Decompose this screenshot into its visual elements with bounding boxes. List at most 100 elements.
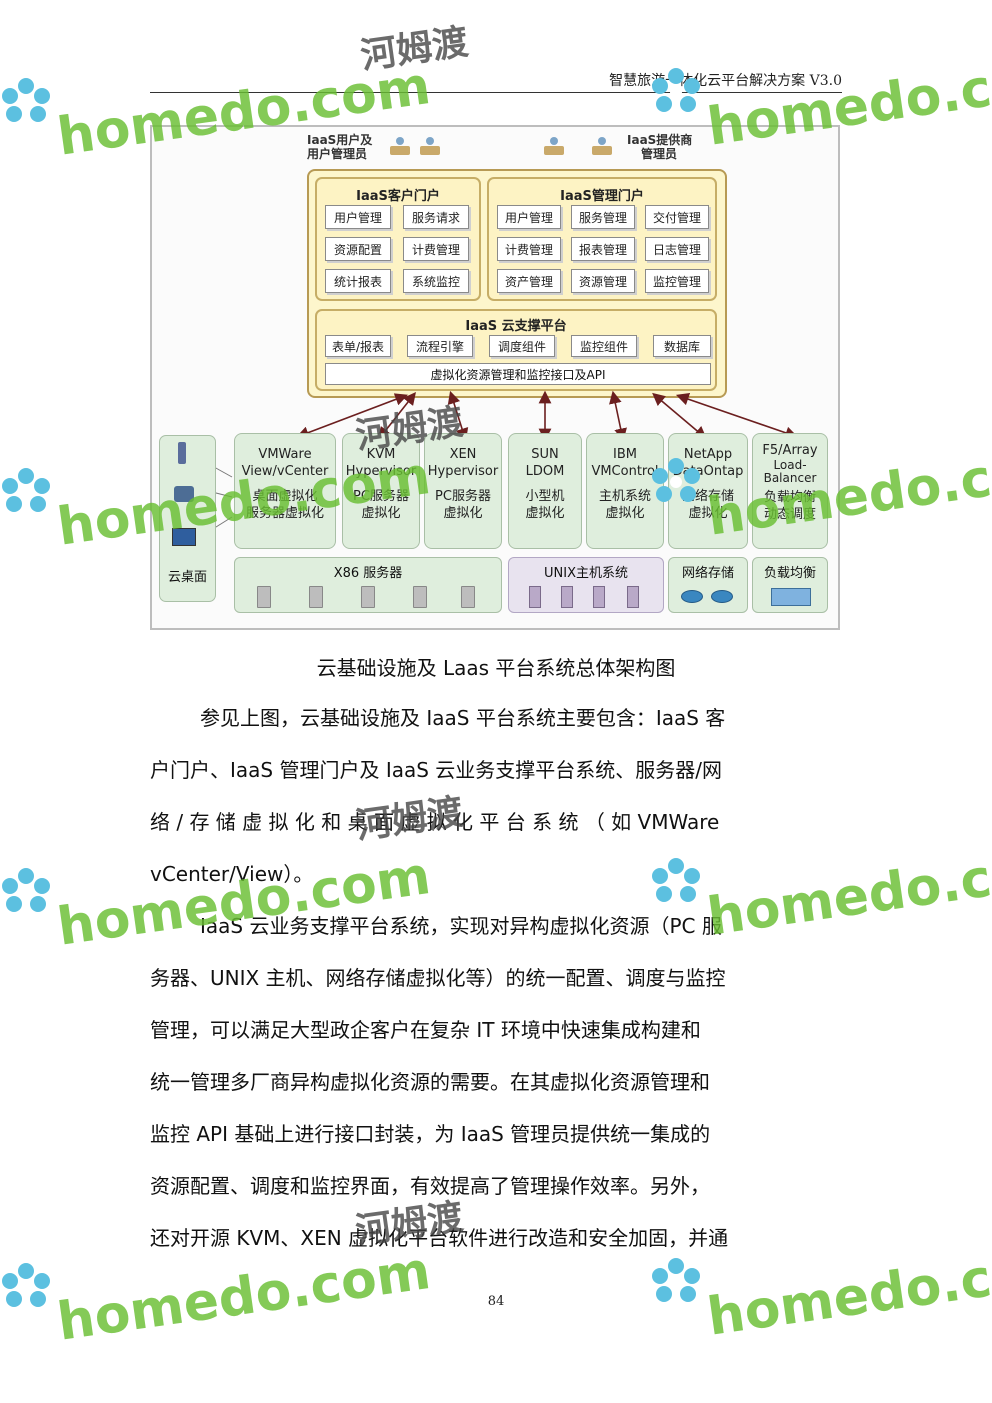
- platform-function: 虚拟化: [605, 506, 645, 521]
- platform-ibm: IBM VMControl 主机系统 虚拟化: [586, 433, 664, 549]
- platform-function: 动态调度: [763, 507, 816, 522]
- unix-server-icon: [529, 586, 541, 608]
- customer-portal-item: 计费管理: [403, 237, 469, 261]
- admin-portal-item: 用户管理: [497, 205, 561, 229]
- text-line: 还对开源 KVM、XEN 虚拟化平台软件进行改造和安全加固，并通: [150, 1226, 729, 1250]
- platform-function: 网络存储: [681, 489, 734, 504]
- admin-icon: [592, 137, 612, 155]
- support-component: 流程引擎: [407, 335, 473, 357]
- platform-function: 虚拟化: [361, 506, 401, 521]
- platform-name: IBM: [613, 447, 637, 462]
- text-line: 务器、UNIX 主机、网络存储虚拟化等）的统一配置、调度与监控: [150, 966, 726, 990]
- support-component: 表单/报表: [325, 335, 391, 357]
- role-providers-line1: IaaS提供商: [627, 133, 693, 147]
- customer-portal-item: 用户管理: [325, 205, 391, 229]
- text-line: 户门户、IaaS 管理门户及 IaaS 云业务支撑平台系统、服务器/网: [150, 758, 723, 782]
- connector-arrows: [195, 390, 799, 538]
- x86-servers: X86 服务器: [234, 557, 502, 613]
- admin-icon: [544, 137, 564, 155]
- figure-caption: 云基础设施及 Laas 平台系统总体架构图: [316, 656, 676, 680]
- platform-product: View/vCenter: [241, 464, 329, 479]
- running-header: 智慧旅游一体化云平台解决方案 V3.0: [609, 73, 842, 89]
- platform-product: LDOM: [525, 464, 565, 479]
- customer-portal-item: 资源配置: [325, 237, 391, 261]
- customer-portal-item: 统计报表: [325, 269, 391, 293]
- support-platform: IaaS 云支撑平台 表单/报表 流程引擎 调度组件 监控组件 数据库 虚拟化资…: [315, 309, 717, 391]
- support-platform-title: IaaS 云支撑平台: [465, 319, 567, 334]
- text-line: 参见上图，云基础设施及 IaaS 平台系统主要包含：IaaS 客: [200, 706, 726, 730]
- platform-name: XEN: [449, 447, 477, 462]
- platform-product: Hypervisor: [345, 464, 417, 479]
- role-users-line2: 用户管理员: [307, 147, 368, 161]
- load-balancer: 负载均衡: [752, 557, 828, 613]
- api-bar: 虚拟化资源管理和监控接口及API: [325, 363, 711, 385]
- admin-portal-item: 服务管理: [571, 205, 635, 229]
- text-line: 管理，可以满足大型政企客户在复杂 IT 环境中快速集成构建和: [150, 1018, 701, 1042]
- role-providers: IaaS提供商 管理员: [627, 133, 692, 161]
- platform-sun: SUN LDOM 小型机 虚拟化: [508, 433, 582, 549]
- role-users-line1: IaaS用户及: [307, 133, 373, 147]
- header-rule: [150, 92, 842, 93]
- admin-portal-item: 交付管理: [645, 205, 709, 229]
- customer-portal-item: 服务请求: [403, 205, 469, 229]
- desktop-computer-icon: [172, 528, 196, 546]
- customer-portal-title: IaaS客户门户: [356, 189, 440, 204]
- customer-portal-item: 系统监控: [403, 269, 469, 293]
- role-users: IaaS用户及 用户管理员: [307, 133, 372, 161]
- platform-product: Balancer: [763, 471, 817, 485]
- platform-netapp: NetApp DataOntap 网络存储 虚拟化: [668, 433, 748, 549]
- support-component: 调度组件: [489, 335, 555, 357]
- cloud-desktop-label: 云桌面: [167, 570, 207, 585]
- x86-servers-label: X86 服务器: [333, 566, 403, 581]
- text-line: vCenter/View）。: [150, 862, 314, 886]
- cloud-desktop: 云桌面: [159, 435, 216, 602]
- platform-product: Load-: [773, 458, 807, 472]
- unix-server-icon: [593, 586, 605, 608]
- platform-kvm: KVM Hypervisor PC服务器 虚拟化: [342, 433, 420, 549]
- architecture-diagram: IaaS用户及 用户管理员 IaaS提供商 管理员 IaaS客户门户 用户管理 …: [150, 125, 840, 630]
- support-component: 监控组件: [571, 335, 637, 357]
- admin-portal-item: 监控管理: [645, 269, 709, 293]
- platform-name: VMWare: [258, 447, 312, 462]
- platform-function: 虚拟化: [688, 506, 728, 521]
- admin-portal-item: 资源管理: [571, 269, 635, 293]
- server-icon: [257, 586, 271, 608]
- unix-server-icon: [627, 586, 639, 608]
- admin-portal-title: IaaS管理门户: [560, 189, 644, 204]
- text-line: 统一管理多厂商异构虚拟化资源的需要。在其虚拟化资源管理和: [150, 1070, 710, 1094]
- platform-name: KVM: [366, 447, 396, 462]
- customer-portal: IaaS客户门户 用户管理 服务请求 资源配置 计费管理 统计报表 系统监控: [315, 177, 481, 301]
- watermark: homedo.com 河姆渡: [0, 1197, 470, 1365]
- iaas-platform-block: IaaS客户门户 用户管理 服务请求 资源配置 计费管理 统计报表 系统监控 I…: [307, 169, 727, 398]
- platform-product: Hypervisor: [427, 464, 499, 479]
- server-icon: [461, 586, 475, 608]
- text-line: 络 / 存 储 虚 拟 化 和 桌 面 虚 拟 化 平 台 系 统 （ 如 VM…: [150, 810, 720, 834]
- flower-logo-icon: [2, 868, 50, 912]
- page-number: 84: [487, 1294, 505, 1309]
- load-balancer-label: 负载均衡: [763, 566, 816, 581]
- platform-product: DataOntap: [672, 464, 744, 479]
- platform-function: 小型机: [525, 489, 565, 504]
- platform-name: NetApp: [683, 447, 733, 462]
- user-icon: [420, 137, 440, 155]
- storage-disk-icon: [711, 590, 733, 603]
- text-line: IaaS 云业务支撑平台系统，实现对异构虚拟化资源（PC 服: [200, 914, 722, 938]
- tablet-device-icon: [174, 486, 194, 502]
- platform-function: 虚拟化: [443, 506, 483, 521]
- flower-logo-icon: [2, 78, 50, 122]
- platform-product: VMControl: [591, 464, 659, 479]
- network-storage: 网络存储: [668, 557, 748, 613]
- paragraph-1: 参见上图，云基础设施及 IaaS 平台系统主要包含：IaaS 客 户门户、Iaa…: [150, 692, 842, 900]
- platform-function: 虚拟化: [525, 506, 565, 521]
- text-line: 监控 API 基础上进行接口封装，为 IaaS 管理员提供统一集成的: [150, 1122, 711, 1146]
- user-icon: [390, 137, 410, 155]
- platform-f5: F5/Array Load- Balancer 负载均衡 动态调度: [752, 433, 828, 549]
- server-icon: [309, 586, 323, 608]
- text-line: 资源配置、调度和监控界面，有效提高了管理操作效率。另外，: [150, 1174, 710, 1198]
- support-component: 数据库: [653, 335, 711, 357]
- server-icon: [361, 586, 375, 608]
- unix-systems-label: UNIX主机系统: [544, 566, 628, 581]
- storage-disk-icon: [681, 590, 703, 603]
- admin-portal-item: 报表管理: [571, 237, 635, 261]
- platform-name: SUN: [531, 447, 559, 462]
